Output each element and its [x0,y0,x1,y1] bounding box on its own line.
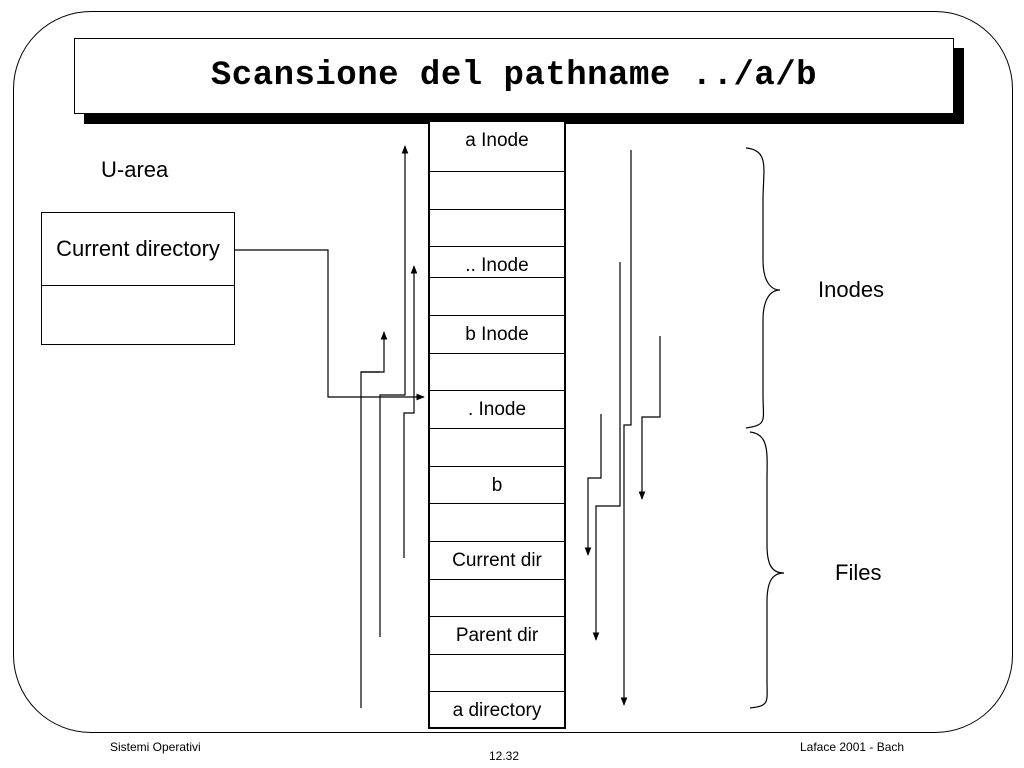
table-cell-empty [430,654,564,693]
current-directory-cell: Current directory [42,213,234,286]
files-brace [749,431,785,709]
table-cell-current-dir: Current dir [430,541,564,580]
table-cell-empty [430,579,564,618]
table-cell-dot-inode: . Inode [430,390,564,429]
table-cell-dotdot-inode: .. Inode [430,246,564,285]
down-arrow-a-directory [620,150,632,706]
down-arrow-parent-dir [592,262,621,641]
footer-page-number: 12.32 [489,749,520,763]
table-cell-empty [430,277,564,316]
table-cell-empty [430,428,564,467]
inodes-brace [745,147,781,429]
inode-file-table: a Inode .. Inode b Inode . Inode b Curre… [428,122,566,729]
footer-left: Sistemi Operativi [110,740,201,754]
up-arrow-to-b-inode [379,145,409,637]
table-cell-parent-dir: Parent dir [430,616,564,655]
up-arrow-dotdot [403,265,418,558]
table-cell-a-directory: a directory [430,691,564,730]
slide-frame [13,11,1013,733]
title-box: Scansione del pathname ../a/b [74,38,954,114]
table-cell-b-inode: b Inode [430,315,564,354]
footer-right: Laface 2001 - Bach [800,740,905,754]
down-arrow-current-dir [584,414,602,556]
current-dir-pointer-arrow [235,249,425,401]
inodes-label: Inodes [818,277,885,302]
table-cell-b: b [430,466,564,505]
files-label: Files [835,560,882,585]
table-cell-empty [430,209,564,248]
table-cell-empty [430,171,564,210]
table-cell-empty [430,353,564,392]
uarea-heading: U-area [101,157,169,182]
slide-title: Scansione del pathname ../a/b [210,57,818,95]
up-arrow-to-a-inode [360,371,380,708]
table-cell-empty [430,503,564,542]
down-arrow-b [638,336,661,500]
uarea-table: Current directory [41,212,235,345]
up-arrow-short [361,331,388,373]
table-cell-a-inode: a Inode [465,130,529,151]
